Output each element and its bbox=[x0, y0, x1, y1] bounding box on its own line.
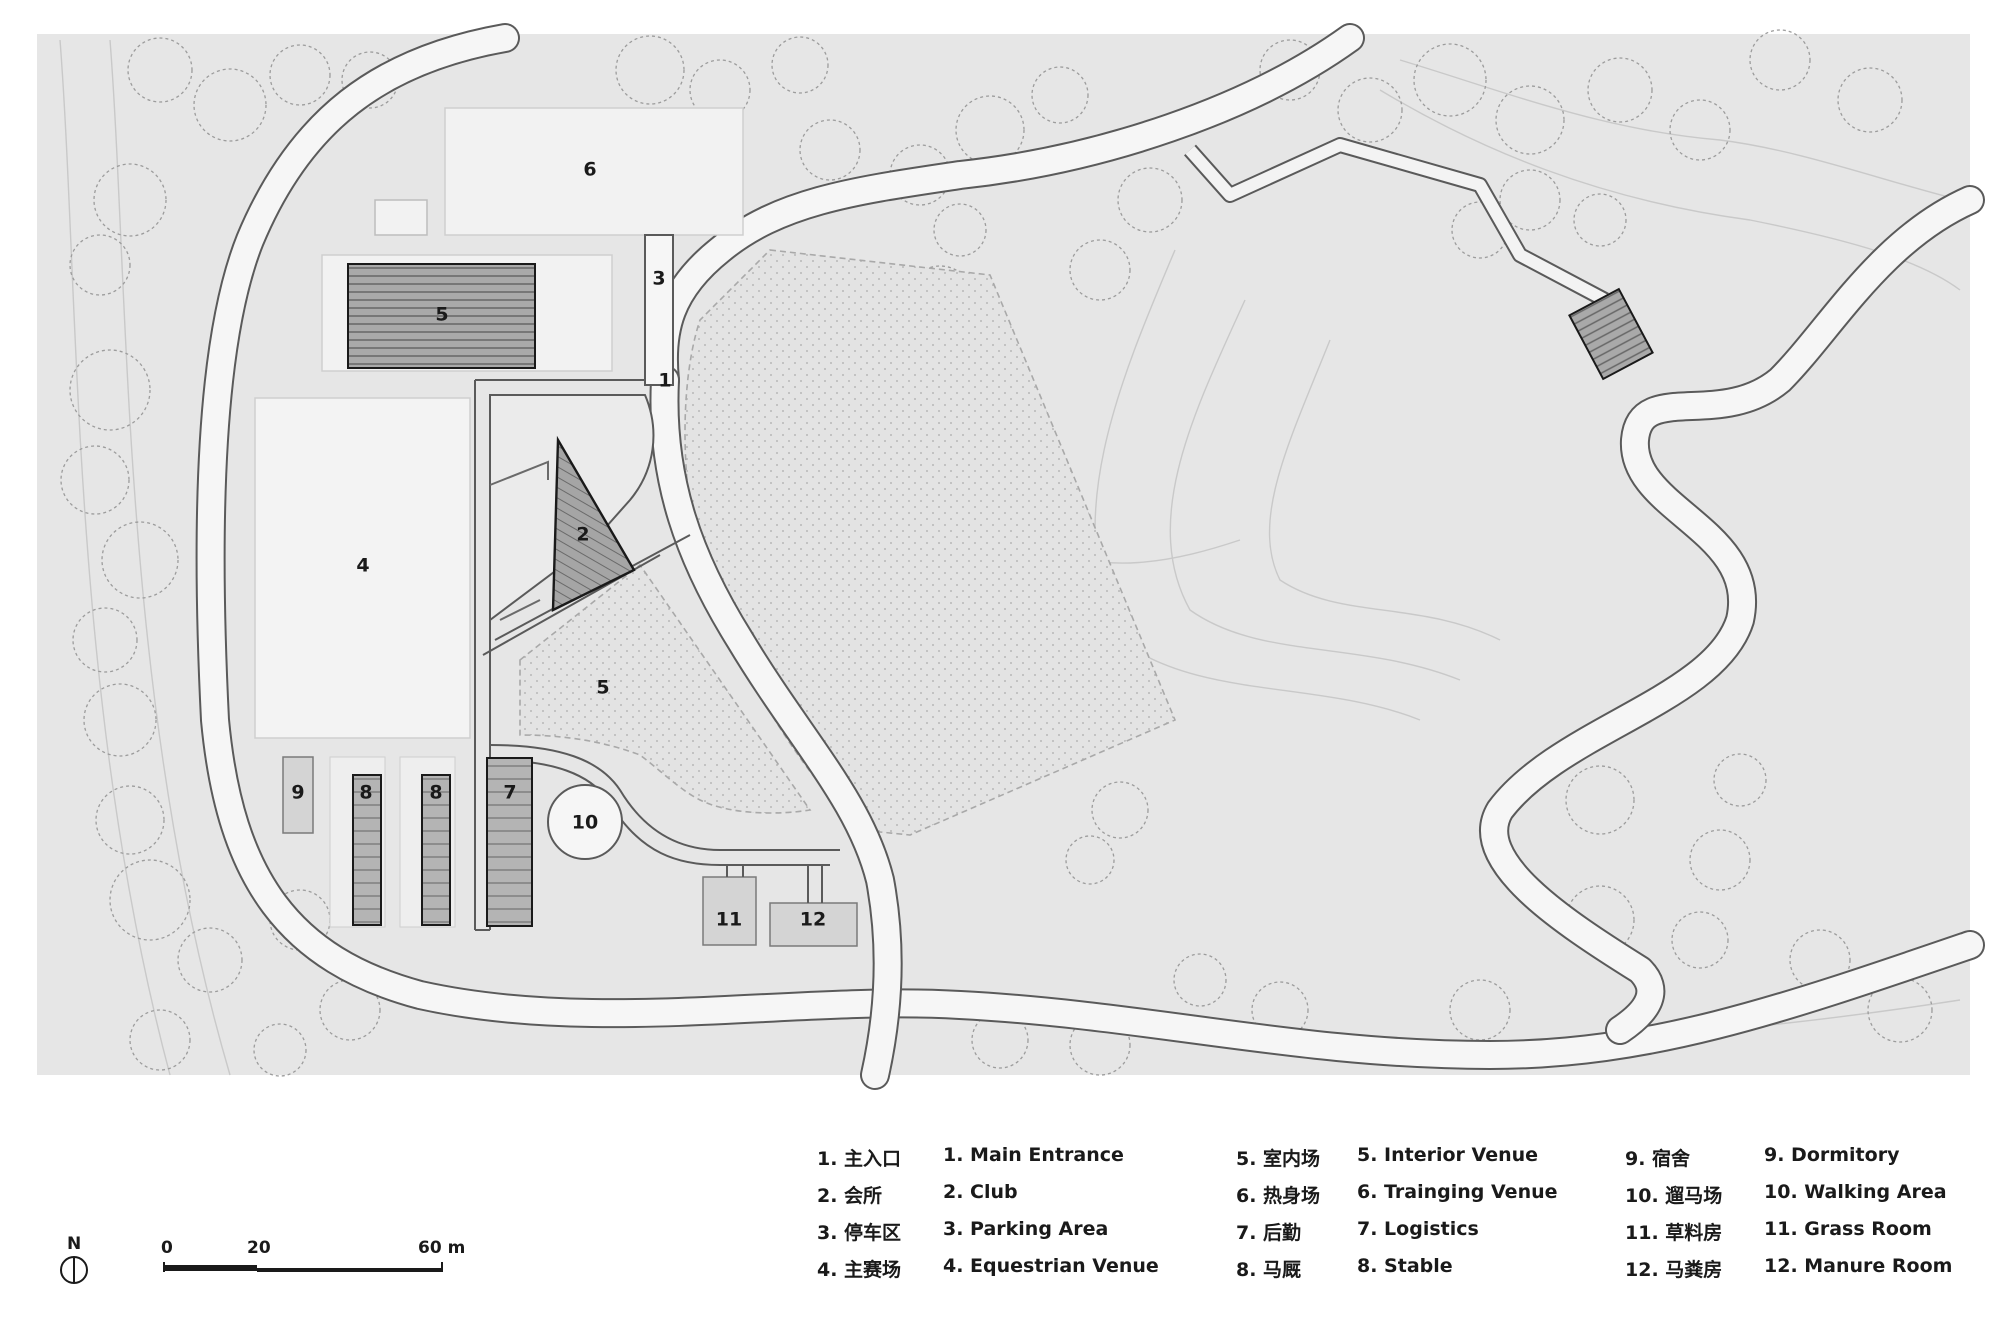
label-dormitory: 9 bbox=[291, 782, 304, 804]
legend-cn-5: 5. 室内场 bbox=[1236, 1148, 1321, 1170]
label-equestrian-venue: 4 bbox=[356, 555, 369, 577]
lookout-pavilion bbox=[1568, 287, 1654, 381]
interior-venue-5-roof bbox=[347, 263, 536, 369]
training-venue-6 bbox=[444, 107, 744, 236]
ring-road bbox=[195, 23, 1985, 1090]
dormitory-9 bbox=[282, 756, 314, 834]
north-letter: N bbox=[67, 1234, 82, 1254]
parking-area-3 bbox=[644, 234, 674, 386]
scale-tick-60: 60 m bbox=[418, 1238, 466, 1258]
label-stable-b: 8 bbox=[429, 782, 442, 804]
legend-cn-1: 1. 主入口 bbox=[817, 1148, 902, 1170]
inner-road-south bbox=[489, 744, 840, 851]
label-main-entrance: 1 bbox=[658, 370, 671, 392]
walking-area-10 bbox=[547, 784, 623, 860]
scale-bar bbox=[163, 1262, 443, 1272]
equestrian-venue-4 bbox=[254, 397, 471, 739]
label-manure-room: 12 bbox=[800, 909, 826, 931]
legend-en-9: 9. Dormitory bbox=[1764, 1144, 1900, 1166]
club-2 bbox=[551, 435, 636, 612]
legend-en-8: 8. Stable bbox=[1357, 1255, 1453, 1277]
legend-en-6: 6. Trainging Venue bbox=[1357, 1181, 1558, 1203]
inner-road-west bbox=[474, 379, 645, 931]
legend-en-7: 7. Logistics bbox=[1357, 1218, 1479, 1240]
club-walls bbox=[489, 460, 549, 621]
label-club: 2 bbox=[576, 524, 589, 546]
logistics-7 bbox=[486, 757, 533, 927]
legend-cn-7: 7. 后勤 bbox=[1236, 1222, 1302, 1244]
scale-tick-20: 20 bbox=[247, 1238, 271, 1258]
label-interior-venue-outdoor: 5 bbox=[596, 677, 609, 699]
legend-en-5: 5. Interior Venue bbox=[1357, 1144, 1539, 1166]
label-grass-room: 11 bbox=[716, 909, 742, 931]
legend-en-1: 1. Main Entrance bbox=[943, 1144, 1124, 1166]
legend-cn-11: 11. 草料房 bbox=[1625, 1222, 1723, 1244]
label-parking-area: 3 bbox=[652, 268, 665, 290]
north-arrow-icon bbox=[60, 1256, 88, 1284]
legend-en-11: 11. Grass Room bbox=[1764, 1218, 1932, 1240]
annex-small bbox=[374, 199, 428, 236]
stable-8b bbox=[421, 774, 451, 926]
grass-room-11 bbox=[702, 876, 757, 946]
legend-en-2: 2. Club bbox=[943, 1181, 1018, 1203]
legend-cn-4: 4. 主赛场 bbox=[817, 1259, 902, 1281]
label-walking-area: 10 bbox=[572, 812, 598, 834]
label-training-venue: 6 bbox=[583, 159, 596, 181]
label-stable-a: 8 bbox=[359, 782, 372, 804]
label-interior-venue: 5 bbox=[435, 304, 448, 326]
label-logistics: 7 bbox=[503, 782, 516, 804]
legend-cn-8: 8. 马厩 bbox=[1236, 1259, 1302, 1281]
service-spurs bbox=[726, 865, 823, 903]
plot-labels: 6 5 3 1 2 4 5 9 8 8 7 10 11 12 bbox=[291, 159, 826, 931]
legend-cn-10: 10. 遛马场 bbox=[1625, 1185, 1723, 1207]
legend-cn-3: 3. 停车区 bbox=[817, 1222, 902, 1244]
legend-en-10: 10. Walking Area bbox=[1764, 1181, 1947, 1203]
legend-en-12: 12. Manure Room bbox=[1764, 1255, 1953, 1277]
stable-8a bbox=[352, 774, 382, 926]
legend-cn-9: 9. 宿舍 bbox=[1625, 1148, 1691, 1170]
legend-cn-6: 6. 热身场 bbox=[1236, 1185, 1321, 1207]
legend-cn-12: 12. 马粪房 bbox=[1625, 1259, 1723, 1281]
legend-cn-2: 2. 会所 bbox=[817, 1185, 883, 1207]
legend-en-4: 4. Equestrian Venue bbox=[943, 1255, 1159, 1277]
scale-tick-0: 0 bbox=[161, 1238, 173, 1258]
manure-room-12 bbox=[769, 902, 858, 947]
interior-venue-outdoor bbox=[519, 563, 812, 814]
legend-en-3: 3. Parking Area bbox=[943, 1218, 1109, 1240]
